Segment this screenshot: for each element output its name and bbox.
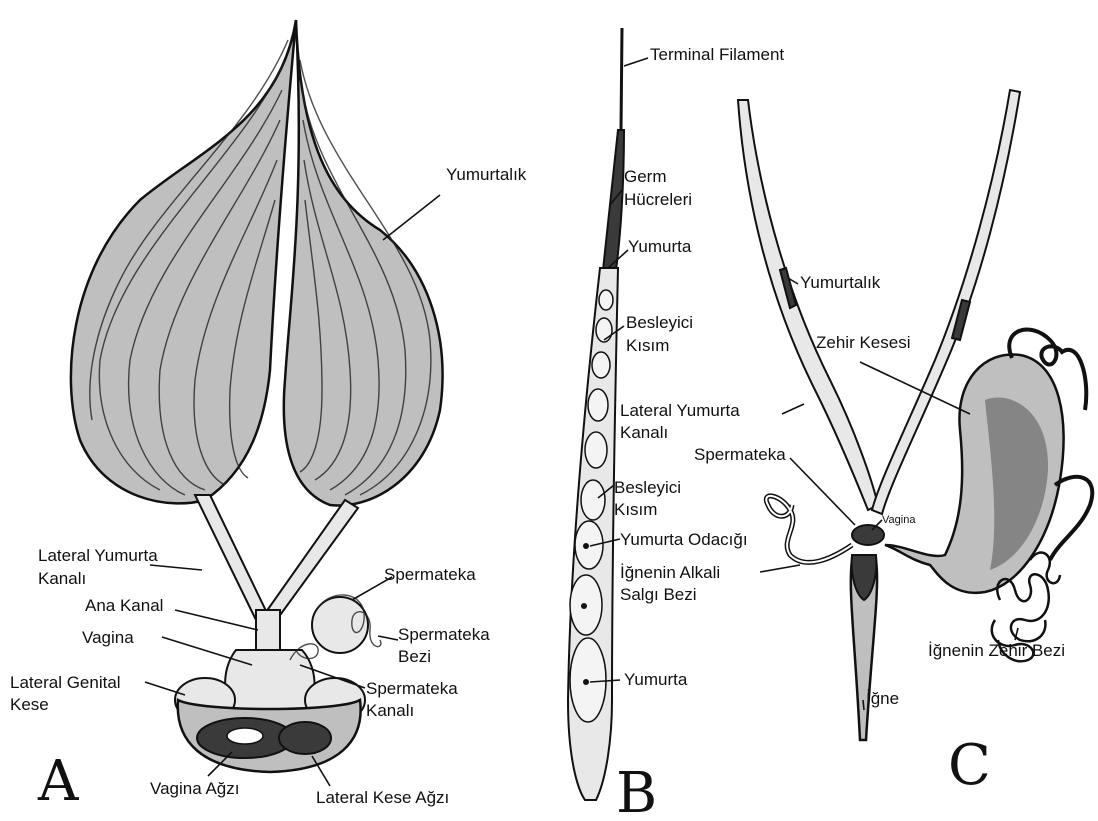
terminal-filament (621, 28, 622, 130)
label-ignenin-alkali-2: Salgı Bezi (620, 585, 697, 604)
label-lateral-genital-kese-2: Kese (10, 695, 49, 714)
label-terminal-filament: Terminal Filament (650, 45, 784, 64)
label-yumurta-odacigi: Yumurta Odacığı (620, 530, 748, 549)
label-ana-kanal: Ana Kanal (85, 596, 163, 615)
label-besleyici-kisim-2a: Besleyici (614, 478, 681, 497)
label-lateral-yumurta-kanali-c-1: Lateral Yumurta (620, 401, 740, 420)
label-yumurtalik-a: Yumurtalık (446, 165, 527, 184)
label-lateral-yumurta-kanali-a-2: Kanalı (38, 569, 86, 588)
label-spermateka-a: Spermateka (384, 565, 476, 584)
label-germ-hucreleri-2: Hücreleri (624, 190, 692, 209)
label-besleyici-kisim-1b: Kısım (626, 336, 669, 355)
label-lateral-yumurta-kanali-a-1: Lateral Yumurta (38, 546, 158, 565)
right-ovary (284, 20, 443, 506)
label-yumurta-b-2: Yumurta (624, 670, 688, 689)
panel-b-drawing (568, 28, 624, 800)
label-spermateka-kanali-2: Kanalı (366, 701, 414, 720)
panel-label-c: C (948, 733, 991, 798)
left-ovary (71, 20, 296, 503)
common-oviduct (256, 610, 280, 650)
panel-label-a: A (37, 749, 79, 814)
vagina-body (225, 650, 314, 715)
label-spermateka-bezi-1: Spermateka (398, 625, 490, 644)
c-vagina (852, 525, 884, 545)
label-lateral-yumurta-kanali-c-2: Kanalı (620, 423, 668, 442)
label-besleyici-kisim-1a: Besleyici (626, 313, 693, 332)
label-igne: İğne (866, 689, 899, 708)
label-lateral-kese-agzi: Lateral Kese Ağzı (316, 788, 449, 807)
label-ignenin-zehir-bezi: İğnenin Zehir Bezi (928, 641, 1065, 660)
label-ignenin-alkali-1: İğnenin Alkali (620, 563, 720, 582)
lateral-sac-opening-dark (279, 722, 331, 754)
label-vagina-agzi: Vagina Ağzı (150, 779, 239, 798)
label-zehir-kesesi: Zehir Kesesi (816, 333, 910, 352)
vagina-opening-inner (227, 728, 263, 744)
panel-label-b: B (616, 761, 657, 821)
label-yumurtalik-c: Yumurtalık (800, 273, 881, 292)
label-spermateka-c: Spermateka (694, 445, 786, 464)
label-vagina-a: Vagina (82, 628, 134, 647)
label-spermateka-kanali-1: Spermateka (366, 679, 458, 698)
label-yumurta-b-1: Yumurta (628, 237, 692, 256)
label-lateral-genital-kese-1: Lateral Genital (10, 673, 121, 692)
label-vagina-c: Vagina (882, 514, 916, 526)
panel-a-drawing (71, 20, 443, 772)
c-alkaline-gland-inner (766, 496, 852, 562)
label-besleyici-kisim-2b: Kısım (614, 500, 657, 519)
left-lateral-oviduct (195, 495, 268, 620)
label-spermateka-bezi-2: Bezi (398, 647, 431, 666)
label-germ-hucreleri-1: Germ (624, 167, 667, 186)
